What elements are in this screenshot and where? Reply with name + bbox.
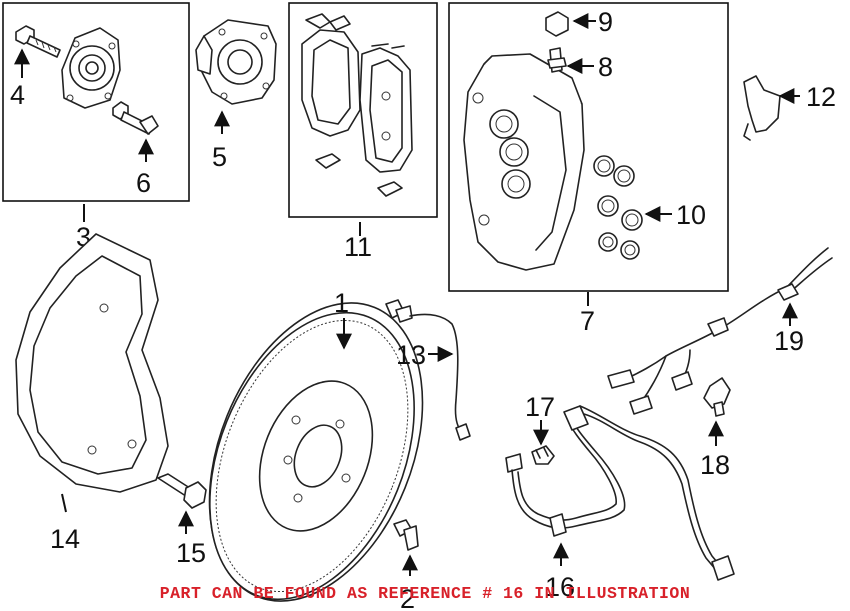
bolt-part-6: [112, 101, 159, 135]
brake-caliper: [463, 53, 585, 271]
callout-10: 10: [676, 200, 706, 230]
pad-wear-bracket-part-12: [743, 75, 781, 141]
wear-sensor-part-13: [385, 299, 471, 441]
rotor-screw-part-2: [393, 519, 419, 551]
callout-19: 19: [774, 326, 804, 356]
bolt-part-4: [15, 25, 61, 58]
callout-18: 18: [700, 450, 730, 480]
group-box-hub-bolts: [2, 2, 190, 202]
callout-13: 13: [396, 340, 426, 370]
callout-2: 2: [400, 584, 415, 611]
wheel-bearing-part-5: [195, 19, 277, 105]
callout-5: 5: [212, 142, 227, 172]
hose-clip-part-17: [531, 445, 555, 465]
caliper-bleeder-part-8: [547, 47, 567, 73]
bleeder-cap-part-9: [545, 11, 569, 37]
callout-14: 14: [50, 524, 80, 554]
callout-12: 12: [806, 82, 836, 112]
wheel-hub-flange: [61, 27, 121, 109]
brake-dust-shield: [15, 233, 169, 493]
bolt-part-15: [157, 473, 207, 509]
part-reference-note: PART CAN BE FOUND AS REFERENCE # 16 IN I…: [159, 584, 691, 603]
callout-8: 8: [598, 52, 613, 82]
piston-seal-set-part-10: [593, 155, 643, 260]
callout-4: 4: [10, 80, 25, 110]
group-box-brake-pads: [288, 2, 438, 218]
sensor-part-18: [703, 377, 731, 417]
callout-11: 11: [344, 232, 372, 262]
callout-1: 1: [334, 288, 349, 318]
callout-15: 15: [176, 538, 206, 568]
callout-16: 16: [545, 572, 575, 602]
brake-hose-part-16: [505, 405, 735, 581]
group-box-caliper: [448, 2, 729, 292]
callout-9: 9: [598, 7, 613, 37]
wear-sensor-harness-part-19: [607, 247, 833, 415]
brake-pad-set: [301, 13, 413, 197]
callout-7: 7: [580, 306, 595, 336]
callout-6: 6: [136, 168, 151, 198]
callout-17: 17: [525, 392, 555, 422]
brake-rotor: [208, 302, 424, 602]
